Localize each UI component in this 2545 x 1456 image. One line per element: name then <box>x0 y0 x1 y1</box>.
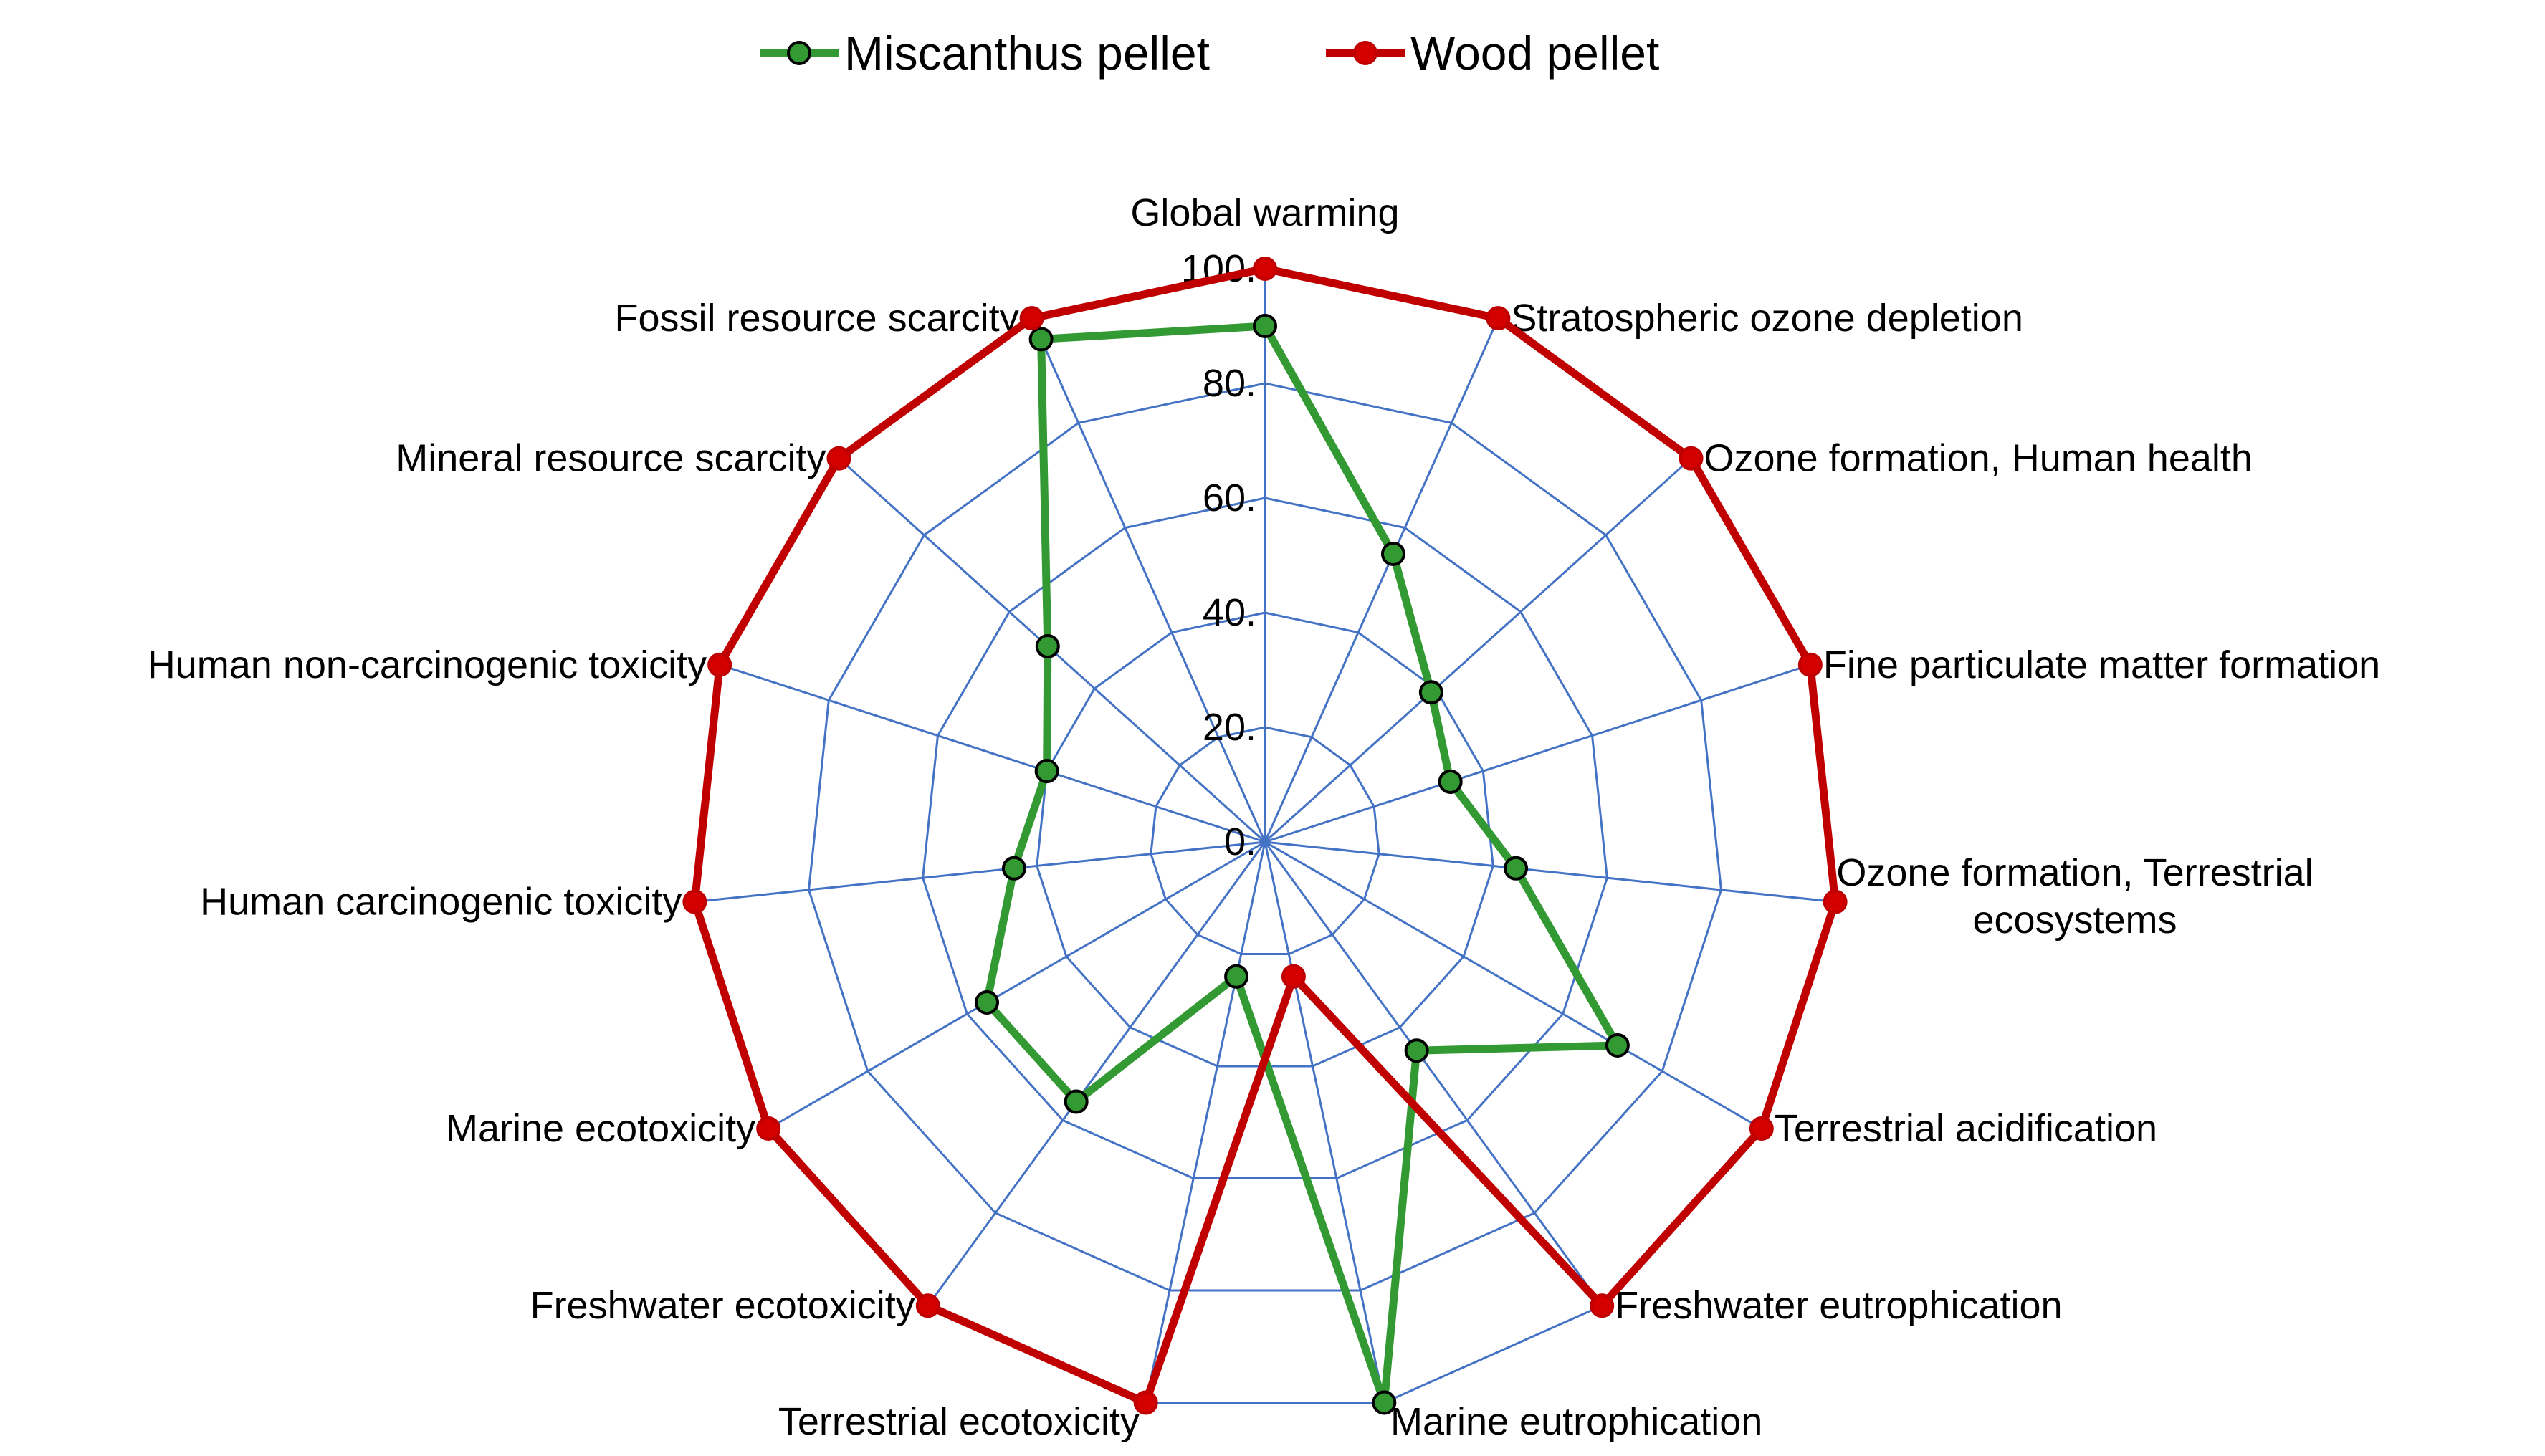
grid-ring-3 <box>922 497 1608 1180</box>
series-1-point-12 <box>707 652 732 677</box>
series-0-point-5 <box>1605 1033 1630 1058</box>
legend-label-wood: Wood pellet <box>1410 27 1659 80</box>
series-1-point-6 <box>1590 1293 1615 1318</box>
spoke-11 <box>694 840 1266 904</box>
radial-tick-labels: 0.20.40.60.80.100. <box>1181 247 1256 863</box>
axis-label-14: Fossil resource scarcity <box>614 297 1018 340</box>
axis-label-1: Stratospheric ozone depletion <box>1511 297 2023 340</box>
axis-label-9: Freshwater ecotoxicity <box>530 1284 915 1327</box>
series-1-point-14 <box>1019 306 1044 331</box>
axis-label-10: Marine ecotoxicity <box>446 1107 755 1150</box>
spoke-1 <box>1264 317 1499 843</box>
series-1-point-3 <box>1797 652 1823 677</box>
axis-label-3: Fine particulate matter formation <box>1823 643 2380 686</box>
series-1-point-4 <box>1823 889 1848 914</box>
series-0-point-3 <box>1438 769 1463 794</box>
axis-label-8: Terrestrial ecotoxicity <box>778 1400 1140 1443</box>
spoke-8 <box>1145 841 1266 1403</box>
spoke-6 <box>1264 841 1603 1307</box>
series-0-point-4 <box>1504 856 1529 881</box>
series-1-point-11 <box>682 889 707 914</box>
series-0-point-8 <box>1224 964 1249 989</box>
grid-ring-1 <box>1150 726 1380 956</box>
axis-label-6: Freshwater eutrophication <box>1615 1284 2062 1327</box>
series-layer <box>682 257 1848 1415</box>
series-0-point-0 <box>1253 314 1277 338</box>
series-line-0 <box>983 322 1622 1407</box>
spoke-12 <box>719 664 1266 843</box>
series-1-point-8 <box>1133 1390 1158 1415</box>
series-0-point-14 <box>1028 327 1054 352</box>
spoke-5 <box>1264 840 1762 1130</box>
legend-item-wood: Wood pellet <box>1326 27 1659 80</box>
tick-label-0: 0. <box>1224 820 1256 863</box>
series-1-point-7 <box>1281 964 1306 989</box>
axis-label-7: Marine eutrophication <box>1390 1400 1762 1443</box>
axis-label-13: Mineral resource scarcity <box>396 437 826 480</box>
series-0-point-10 <box>975 990 1000 1015</box>
series-1-point-0 <box>1253 257 1277 281</box>
legend-item-miscanthus: Miscanthus pellet <box>760 27 1210 80</box>
series-1-point-9 <box>915 1293 940 1318</box>
series-0-point-6 <box>1404 1038 1429 1063</box>
series-1-point-2 <box>1679 446 1704 471</box>
axis-label-12: Human non-carcinogenic toxicity <box>148 643 707 686</box>
series-1 <box>682 257 1848 1415</box>
series-0-point-12 <box>1034 759 1059 784</box>
series-0-point-1 <box>1380 542 1405 567</box>
axis-label-2: Ozone formation, Human health <box>1704 437 2253 480</box>
series-0-point-11 <box>1001 856 1026 881</box>
legend-marker-wood <box>1353 41 1377 65</box>
series-1-point-1 <box>1486 306 1511 331</box>
series-line-1 <box>690 264 1840 1407</box>
series-0 <box>975 314 1630 1415</box>
series-0-point-2 <box>1418 680 1443 705</box>
spoke-7 <box>1264 841 1385 1403</box>
spoke-4 <box>1264 840 1835 904</box>
legend-marker-miscanthus <box>787 41 811 65</box>
legend: Miscanthus pellet Wood pellet <box>760 27 1659 80</box>
legend-label-miscanthus: Miscanthus pellet <box>844 27 1210 80</box>
radar-grid <box>693 267 1837 1404</box>
series-0-point-7 <box>1372 1390 1397 1415</box>
tick-label-4: 80. <box>1203 362 1256 405</box>
tick-label-1: 20. <box>1203 706 1256 749</box>
grid-ring-4 <box>807 382 1723 1292</box>
spoke-2 <box>1264 457 1692 843</box>
series-1-point-5 <box>1749 1116 1774 1141</box>
series-0-point-13 <box>1035 633 1060 658</box>
spoke-10 <box>768 840 1266 1130</box>
axis-label-11: Human carcinogenic toxicity <box>200 881 682 924</box>
series-0-point-9 <box>1064 1089 1089 1114</box>
tick-label-2: 40. <box>1203 591 1256 634</box>
tick-label-3: 60. <box>1203 476 1256 519</box>
spoke-9 <box>927 841 1266 1307</box>
axis-label-0: Global warming <box>1130 191 1399 234</box>
series-1-point-13 <box>826 446 851 471</box>
axis-label-5: Terrestrial acidification <box>1775 1107 2157 1150</box>
spoke-3 <box>1264 664 1811 843</box>
series-1-point-10 <box>756 1116 781 1141</box>
spoke-14 <box>1031 317 1266 843</box>
